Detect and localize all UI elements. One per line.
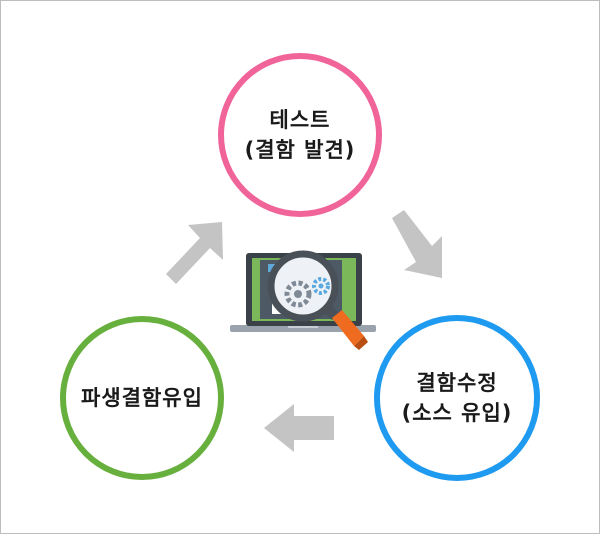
fix-node-subtitle: (소스 유입) — [401, 401, 513, 425]
laptop-with-magnifier-icon — [230, 250, 376, 350]
fix-node: 결함수정 (소스 유입) — [374, 315, 540, 481]
inject-node: 파생결함유입 — [60, 316, 224, 480]
arrow-up-right-icon — [166, 222, 223, 284]
inject-node-title: 파생결함유입 — [81, 386, 203, 410]
test-node: 테스트 (결함 발견) — [218, 53, 382, 217]
arrow-left-icon — [264, 404, 334, 452]
arrow-down-right-icon — [392, 210, 442, 278]
test-node-subtitle: (결함 발견) — [244, 138, 356, 162]
test-node-title: 테스트 — [269, 108, 331, 132]
fix-node-title: 결함수정 — [416, 371, 498, 395]
